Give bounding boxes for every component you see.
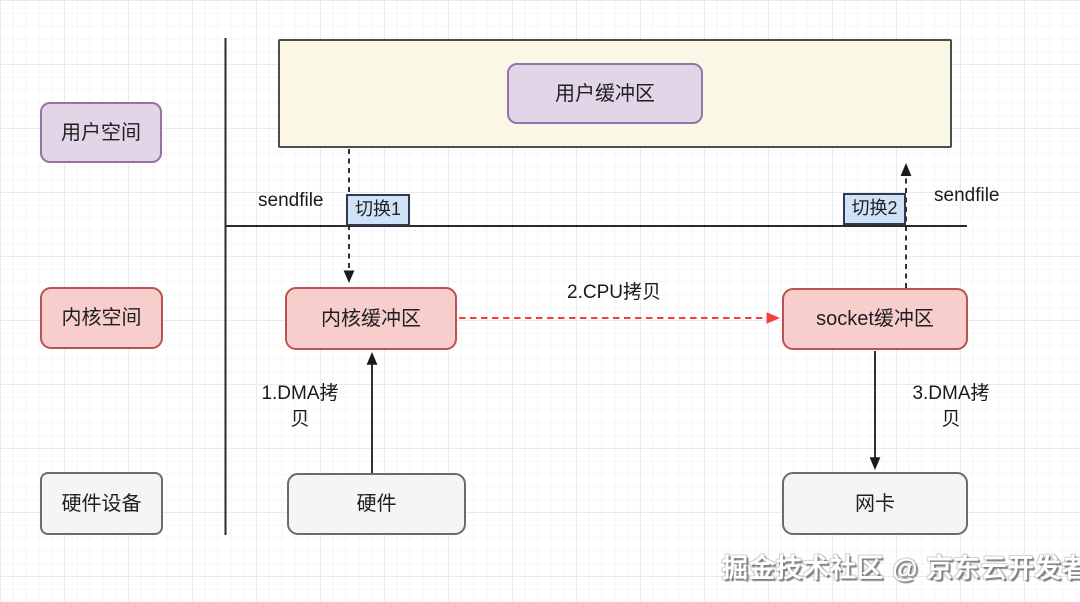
- node-kernel-buffer: 内核缓冲区: [285, 287, 457, 350]
- lane-label-kernel-space: 内核空间: [40, 287, 163, 349]
- label-cpu-copy-2: 2.CPU拷贝: [567, 282, 661, 303]
- label-sendfile-right: sendfile: [934, 185, 1000, 206]
- node-nic: 网卡: [782, 472, 968, 535]
- lane-label-user-space: 用户空间: [40, 102, 162, 163]
- watermark-text: 掘金技术社区 @ 京东云开发者: [722, 553, 1080, 583]
- label-sendfile-left: sendfile: [258, 190, 324, 211]
- node-socket-buffer: socket缓冲区: [782, 288, 968, 350]
- tag-switch-2: 切换2: [843, 193, 906, 225]
- label-dma-copy-1: 1.DMA拷贝: [261, 383, 339, 430]
- node-user-buffer: 用户缓冲区: [507, 63, 703, 124]
- arrow-dma-copy-3: [869, 351, 881, 470]
- node-hardware: 硬件: [287, 473, 466, 535]
- tag-switch-1: 切换1: [346, 194, 410, 226]
- label-dma-copy-3: 3.DMA拷贝: [912, 383, 990, 430]
- lane-label-hardware-device: 硬件设备: [40, 472, 163, 535]
- arrow-cpu-copy: [459, 312, 780, 324]
- arrow-dma-copy-1: [366, 352, 378, 473]
- arrow-sendfile-switch2: [900, 163, 912, 288]
